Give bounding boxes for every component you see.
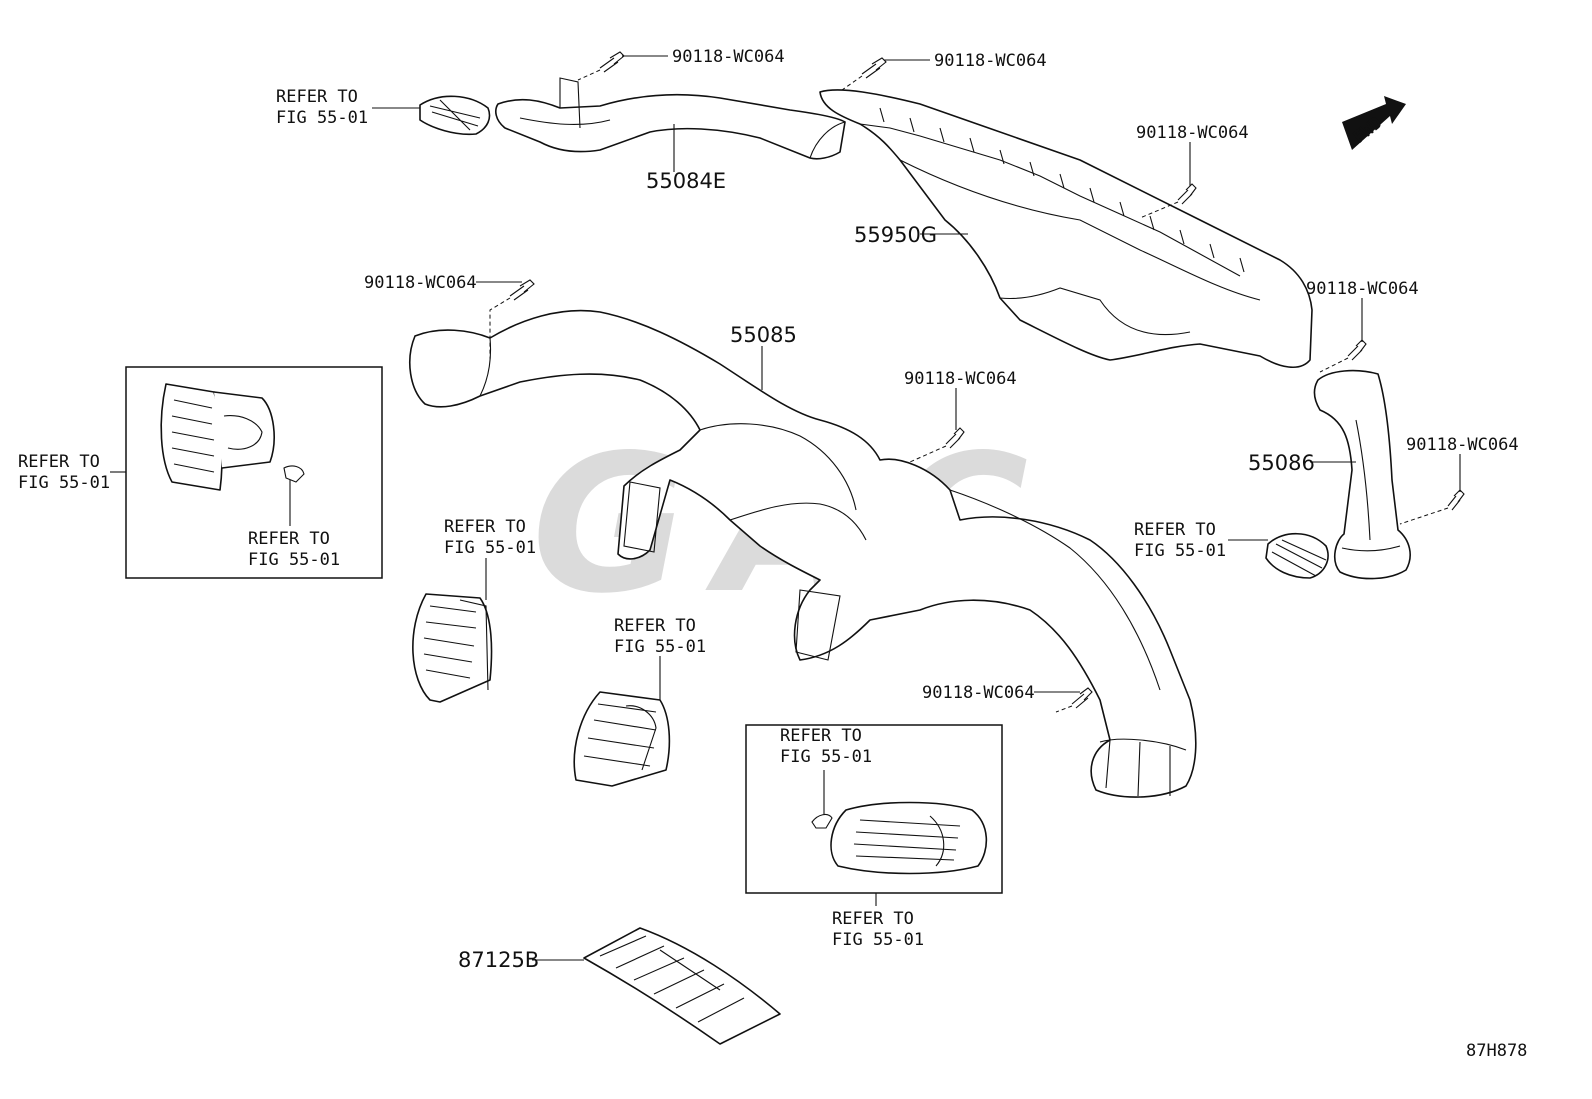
duct-55086	[1313, 369, 1411, 580]
vent-right	[1265, 533, 1329, 579]
screw-part-number: 90118-WC064	[1406, 435, 1519, 455]
refer-note-center: REFER TO FIG 55-01	[614, 616, 706, 657]
svg-text:FIG 55-01: FIG 55-01	[832, 930, 924, 950]
screw-icon	[1177, 183, 1197, 205]
vent-center-left	[412, 593, 493, 703]
svg-text:FIG 55-01: FIG 55-01	[18, 473, 110, 493]
screw-part-number: 90118-WC064	[1136, 123, 1249, 143]
svg-text:REFER TO: REFER TO	[832, 909, 914, 929]
part-number-87125B: 87125B	[458, 948, 539, 972]
refer-note-center-left: REFER TO FIG 55-01	[444, 517, 536, 558]
part-number-55085: 55085	[730, 323, 797, 347]
screw-part-number: 90118-WC064	[904, 369, 1017, 389]
cover-87125B	[583, 927, 781, 1045]
svg-text:REFER TO: REFER TO	[18, 452, 100, 472]
screw-icon	[861, 57, 887, 79]
svg-text:REFER TO: REFER TO	[444, 517, 526, 537]
vent-left-side	[160, 383, 305, 491]
part-number-55084E: 55084E	[646, 169, 726, 193]
svg-text:REFER TO: REFER TO	[276, 87, 358, 107]
screw-icon	[945, 427, 965, 449]
svg-text:FIG 55-01: FIG 55-01	[276, 108, 368, 128]
refer-note-bottom: REFER TO FIG 55-01	[832, 909, 924, 950]
svg-text:REFER TO: REFER TO	[1134, 520, 1216, 540]
refer-note-left: REFER TO FIG 55-01	[18, 452, 110, 493]
svg-text:REFER TO: REFER TO	[248, 529, 330, 549]
svg-text:FIG 55-01: FIG 55-01	[614, 637, 706, 657]
screw-part-number: 90118-WC064	[934, 51, 1047, 71]
svg-text:FIG 55-01: FIG 55-01	[780, 747, 872, 767]
svg-text:FIG 55-01: FIG 55-01	[248, 550, 340, 570]
svg-text:FIG 55-01: FIG 55-01	[444, 538, 536, 558]
refer-note-right: REFER TO FIG 55-01	[1134, 520, 1226, 561]
screw-icon	[599, 51, 625, 73]
figure-code: 87H878	[1466, 1041, 1527, 1061]
svg-text:REFER TO: REFER TO	[614, 616, 696, 636]
svg-text:FIG 55-01: FIG 55-01	[1134, 541, 1226, 561]
fwd-arrow-icon: FWD	[1342, 96, 1406, 150]
vent-center-lower	[811, 801, 988, 875]
duct-55950G	[819, 89, 1313, 368]
vent-center	[573, 691, 671, 787]
screw-icon	[509, 279, 535, 301]
part-number-55086: 55086	[1248, 451, 1315, 475]
vent-upper-left	[419, 95, 491, 136]
screw-icon	[1347, 339, 1367, 361]
screw-part-number: 90118-WC064	[1306, 279, 1419, 299]
refer-note-upper-left: REFER TO FIG 55-01	[276, 87, 368, 128]
refer-note-box-left: REFER TO FIG 55-01	[248, 529, 340, 570]
screw-part-number: 90118-WC064	[364, 273, 477, 293]
duct-55084E	[495, 77, 846, 160]
svg-text:REFER TO: REFER TO	[780, 726, 862, 746]
screw-icon	[1071, 687, 1093, 709]
refer-note-box-center: REFER TO FIG 55-01	[780, 726, 872, 767]
part-number-55950G: 55950G	[854, 223, 937, 247]
screw-icon	[1447, 489, 1465, 511]
screw-part-number: 90118-WC064	[922, 683, 1035, 703]
screw-part-number: 90118-WC064	[672, 47, 785, 67]
detail-box-center-vent	[745, 724, 1003, 894]
